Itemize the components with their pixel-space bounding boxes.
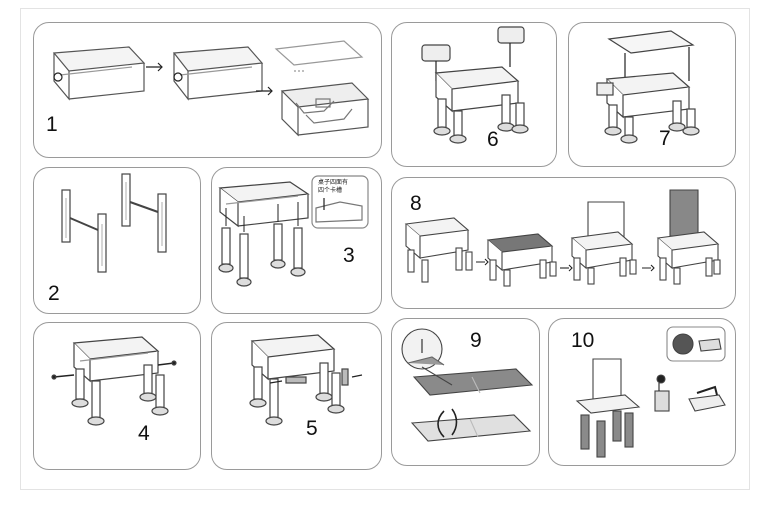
step-4-number: 4: [138, 422, 150, 445]
step-3-panel: 桌子四面有 四个卡槽 3: [211, 167, 382, 314]
step-5-panel: 5: [211, 322, 382, 470]
step-6-number: 6: [487, 128, 499, 151]
step-4-illustration: [51, 336, 177, 426]
step-5-illustration: [249, 334, 363, 426]
step-6-illustration: [421, 26, 529, 144]
step-1-panel: 1: [33, 22, 382, 158]
step-8-panel: 8: [391, 177, 736, 309]
step-1-illustration: [52, 40, 370, 137]
step-10-panel: 10: [548, 318, 736, 466]
step-3-note-line2: 四个卡槽: [318, 188, 343, 194]
step-2-illustration: [61, 173, 167, 273]
step-9-panel: 9: [391, 318, 540, 466]
step-1-number: 1: [46, 113, 58, 136]
step-9-number: 9: [470, 329, 482, 352]
step-5-number: 5: [306, 417, 318, 440]
step-2-panel: 2: [33, 167, 201, 314]
step-7-illustration: [596, 30, 700, 144]
step-10-illustration: [575, 326, 726, 458]
step-10-number: 10: [571, 329, 595, 352]
step-2-number: 2: [48, 282, 60, 305]
step-3-number: 3: [343, 244, 355, 267]
step-3-note-line1: 桌子四面有: [318, 180, 349, 186]
manual-frame: [20, 8, 750, 490]
step-7-number: 7: [659, 127, 671, 150]
step-4-panel: 4: [33, 322, 201, 470]
step-7-panel: 7: [568, 22, 736, 167]
step-3-illustration: [218, 175, 369, 287]
step-8-number: 8: [410, 192, 422, 215]
step-9-illustration: [401, 328, 534, 442]
step-8-illustration: [404, 189, 721, 287]
step-6-panel: 6: [391, 22, 557, 167]
